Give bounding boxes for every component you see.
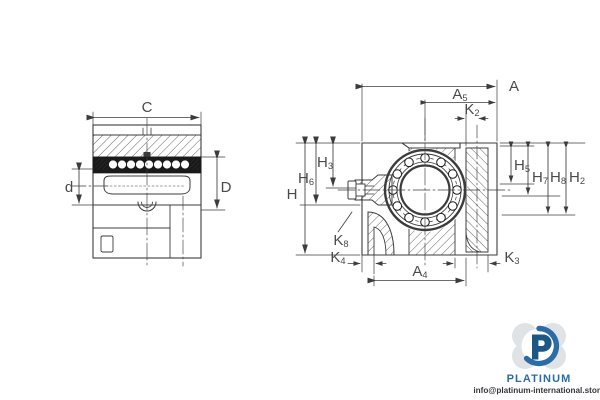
dim-label-K8: K8	[333, 232, 348, 249]
contact-email: info@platinum-international.store	[473, 386, 600, 395]
left-view-dimensions	[71, 111, 226, 211]
dim-label-K3: K3	[504, 249, 519, 266]
dim-label-H3: H3	[317, 154, 333, 171]
dim-label-H6: H6	[298, 170, 314, 187]
dim-label-H8: H8	[550, 169, 566, 186]
right-view-geometry	[337, 117, 513, 269]
dim-label-H: H	[287, 186, 298, 203]
dim-label-A5: A5	[452, 86, 467, 103]
left-view-geometry	[71, 117, 202, 267]
dim-label-H5: H5	[514, 157, 530, 174]
base-web-left	[367, 211, 395, 256]
watermark: PLATINUM info@platinum-international.sto…	[473, 320, 600, 400]
dim-label-D: D	[221, 179, 232, 196]
dim-label-d: d	[65, 179, 73, 196]
dim-label-K2: K2	[464, 101, 479, 118]
dim-label-H7: H7	[532, 169, 548, 186]
dim-label-H2: H2	[569, 169, 585, 186]
dim-label-A4: A4	[412, 263, 427, 280]
end-seals	[94, 158, 200, 171]
platinum-p-logo-icon	[500, 320, 578, 372]
platinum-wordmark: PLATINUM	[506, 373, 572, 385]
right-view-dimensions	[295, 79, 586, 287]
dim-label-C: C	[142, 99, 153, 116]
dim-label-A: A	[509, 78, 519, 95]
ball-cage-retainer	[103, 175, 191, 195]
dim-label-K4: K4	[330, 249, 345, 266]
ball-row-upper	[108, 159, 190, 170]
dimension-labels: C d D A A5 K2 H H6 H3 K8 H5 H7 H8 H2 K4 …	[65, 78, 585, 280]
